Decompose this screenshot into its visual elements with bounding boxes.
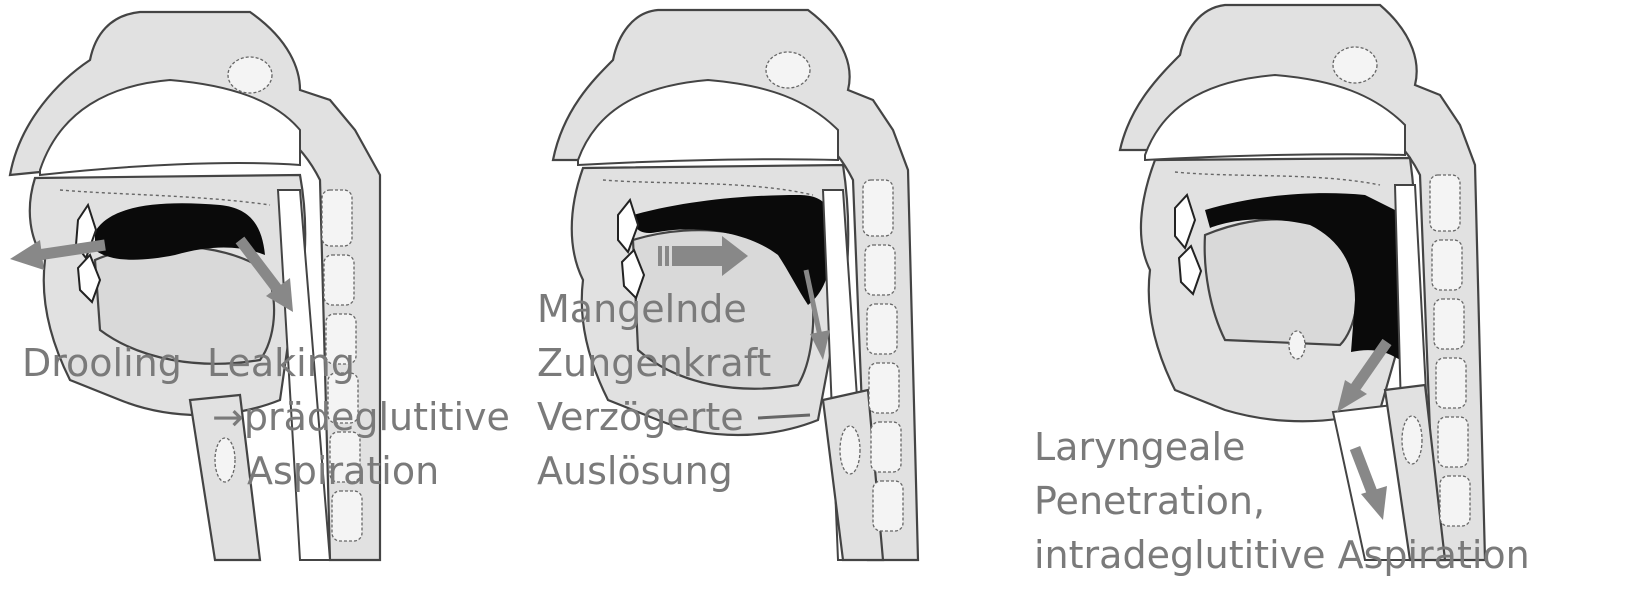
- vocal-fold: [1402, 416, 1422, 464]
- label-drooling: Drooling: [22, 339, 182, 387]
- label-ausloesung: Auslösung: [537, 447, 733, 495]
- label-laryngeale: Laryngeale: [1034, 423, 1245, 471]
- label-verzoegerte: Verzögerte: [537, 393, 744, 441]
- epiglottis: [1289, 331, 1305, 359]
- label-mangelnde: Mangelnde: [537, 285, 747, 333]
- sagittal-section-panel-1: [0, 0, 540, 607]
- vocal-fold: [840, 426, 860, 474]
- label-aspiration: Aspiration: [247, 447, 439, 495]
- label-zungenkraft: Zungenkraft: [537, 339, 771, 387]
- label-praedeglutitive: →prädeglutitive: [212, 393, 510, 441]
- sinus: [766, 52, 810, 88]
- vocal-fold: [215, 438, 235, 482]
- label-intradeglutitive-aspiration: intradeglutitive Aspiration: [1034, 531, 1530, 579]
- sinus: [228, 57, 272, 93]
- sinus: [1333, 47, 1377, 83]
- label-penetration: Penetration,: [1034, 477, 1265, 525]
- label-leaking: Leaking: [207, 339, 355, 387]
